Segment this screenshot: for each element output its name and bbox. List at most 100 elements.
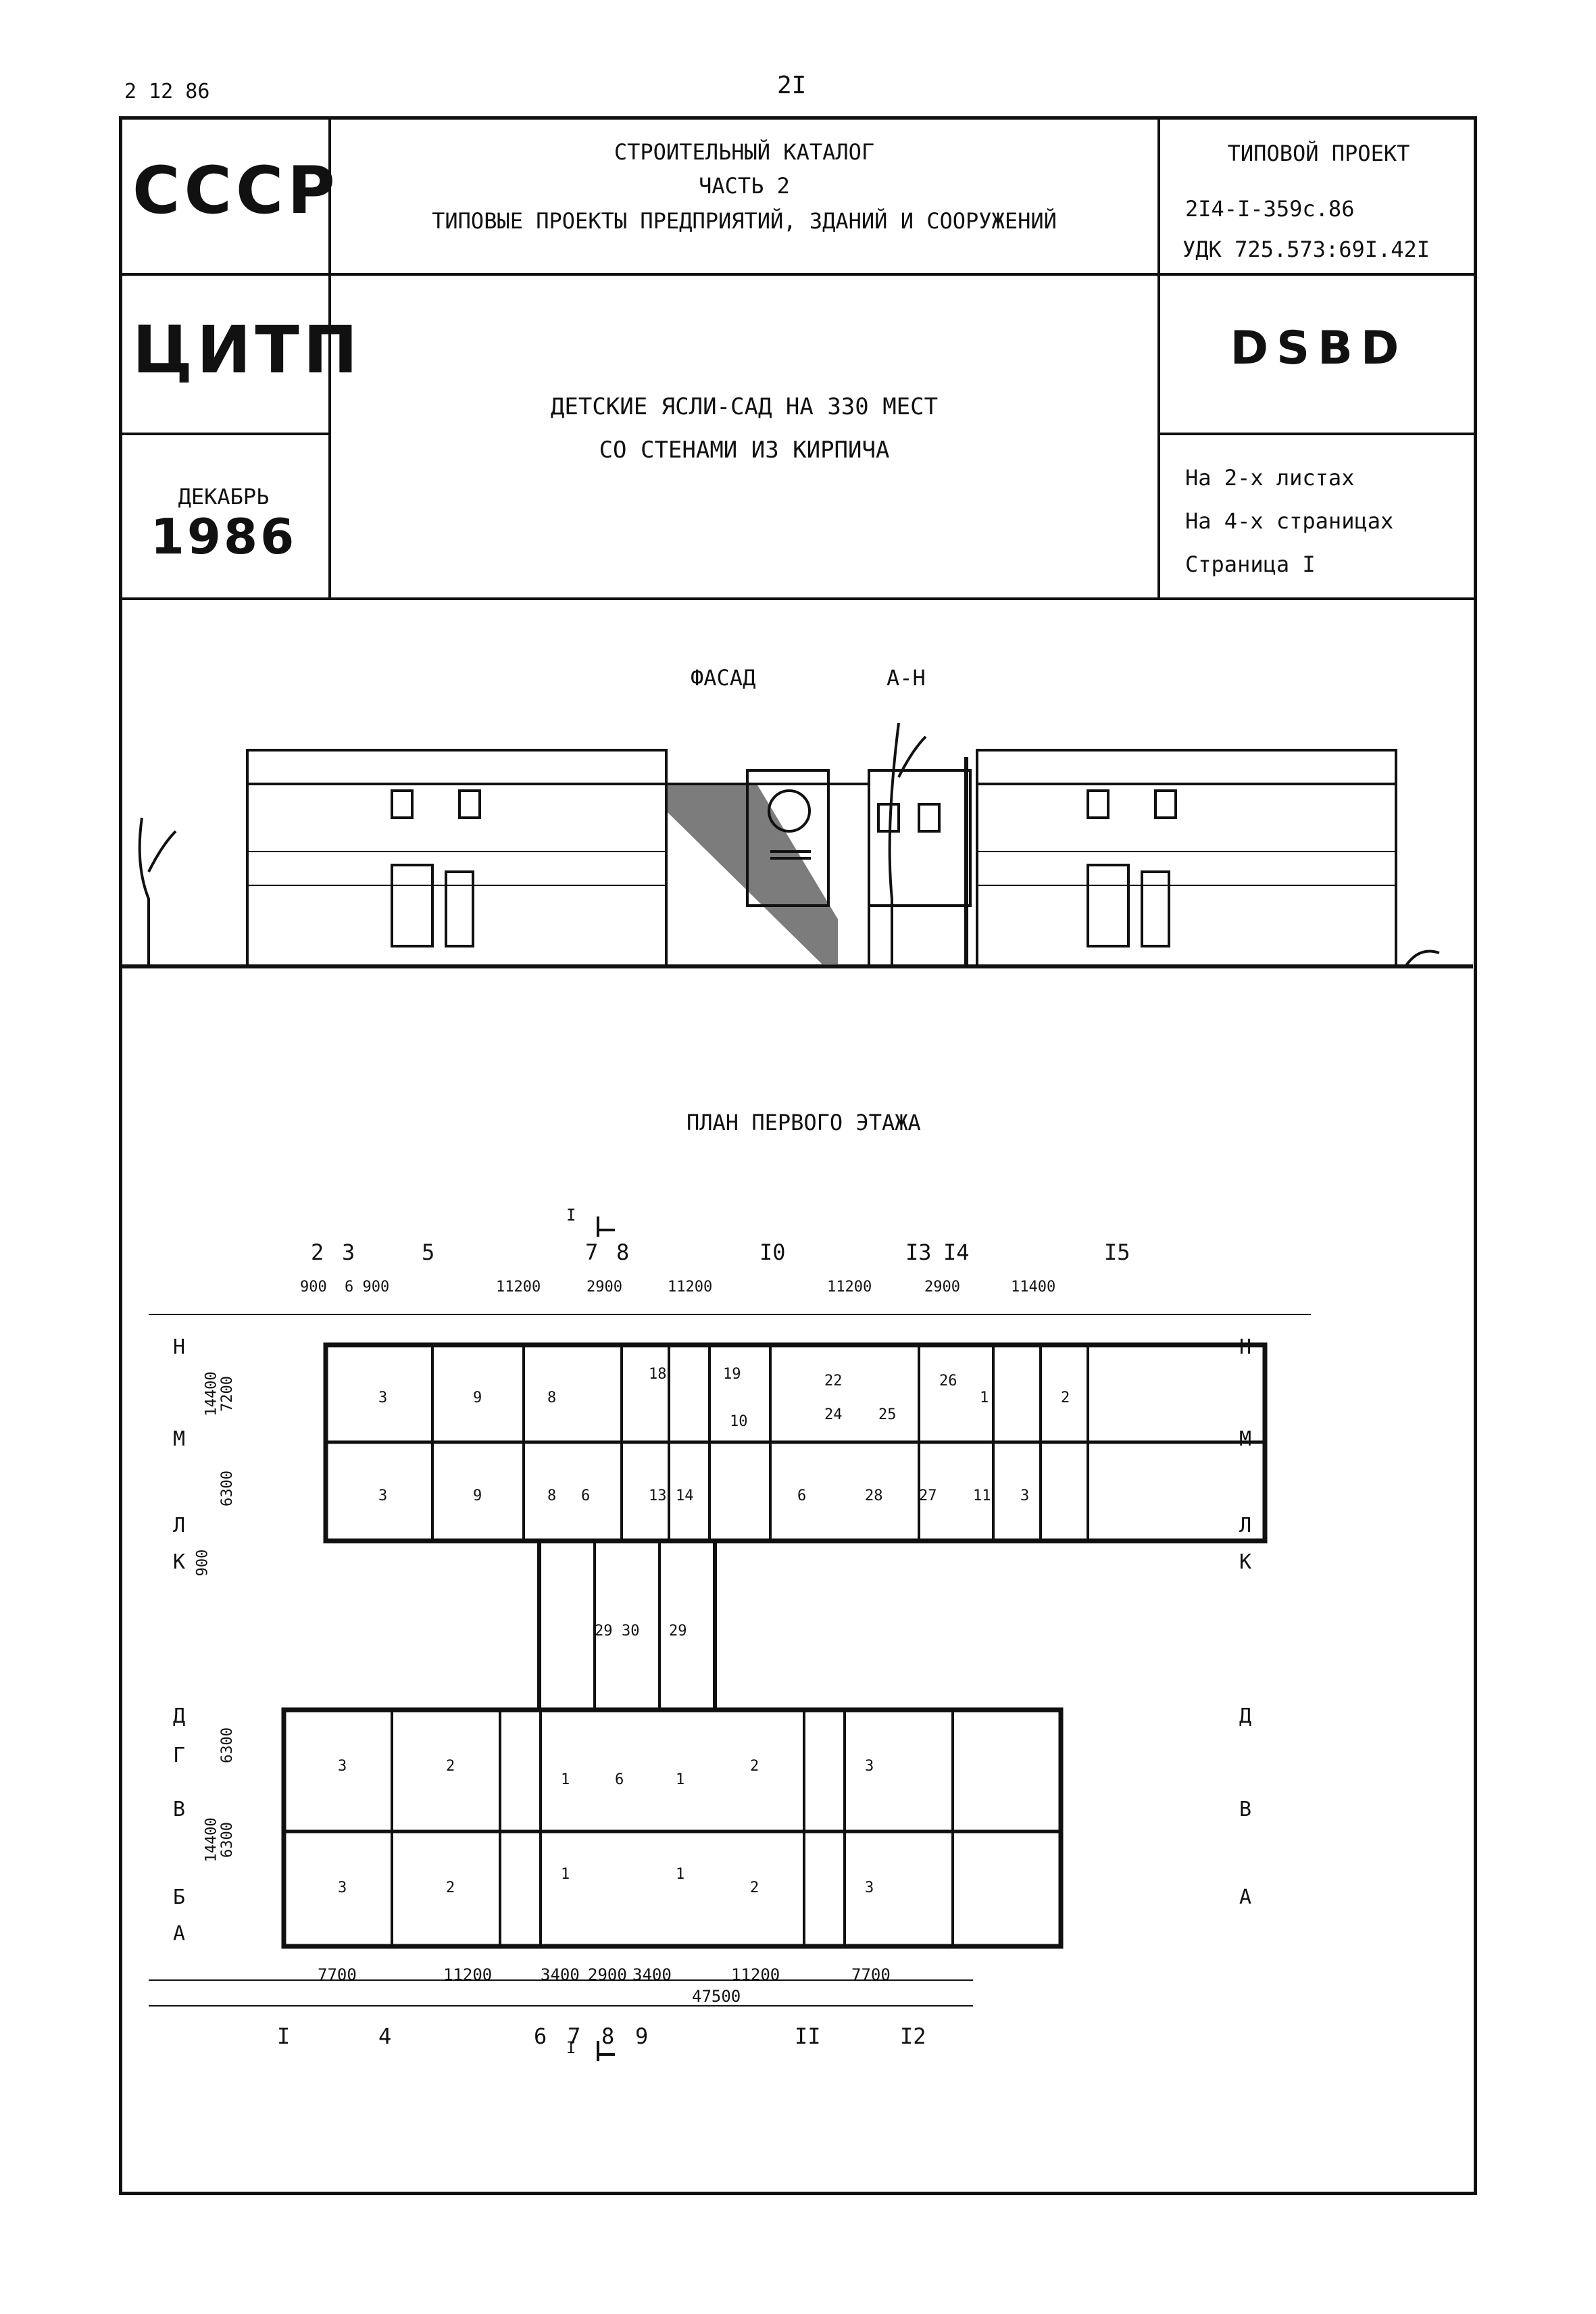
svg-text:10: 10 [730,1413,748,1430]
svg-text:3: 3 [338,1758,347,1775]
dimension: 7200 [218,1376,236,1412]
facade-drawing [122,722,1473,968]
page-number: 2I [777,72,807,99]
facade-title: ФАСАД [691,665,756,691]
svg-text:9: 9 [473,1487,482,1504]
dimension: 11200 [443,1965,493,1984]
axis-label: Д [1239,1704,1252,1728]
svg-text:13: 13 [649,1487,667,1504]
dimension: 6 900 [345,1279,390,1296]
svg-text:6: 6 [581,1487,590,1504]
dimension: 3400 [541,1965,580,1984]
svg-text:28: 28 [865,1487,883,1504]
catalog-line1: СТРОИТЕЛЬНЫЙ КАТАЛОГ [614,139,875,165]
page-code: 2 12 86 [124,80,210,103]
axis-label: 2 [311,1239,324,1265]
svg-text:8: 8 [547,1487,556,1504]
axis-label: Б [173,1886,186,1909]
dimension: 2900 [924,1279,960,1296]
dimension: 11200 [496,1279,541,1296]
svg-text:19: 19 [723,1366,741,1383]
header-col1-line [328,116,331,599]
svg-text:29: 29 [669,1623,687,1640]
dimension: 2900 [587,1279,622,1296]
svg-text:3: 3 [865,1758,874,1775]
axis-label: 4 [378,2023,392,2049]
svg-text:3: 3 [378,1389,387,1406]
header-row1-line-right [1159,273,1477,276]
svg-text:22: 22 [824,1373,843,1389]
project-title-line1: ДЕТСКИЕ ЯСЛИ-САД НА 330 МЕСТ [550,393,939,420]
plan-title: ПЛАН ПЕРВОГО ЭТАЖА [687,1110,921,1135]
axis-label: I0 [759,1239,786,1265]
bottom-dimension-row: 7700 11200 3400 2900 3400 11200 7700 [284,1965,959,1986]
axis-label: 9 [635,2023,649,2049]
axis-label: 8 [601,2023,615,2049]
axis-label: I5 [1104,1239,1130,1265]
dimension: 11200 [668,1279,713,1296]
svg-text:3: 3 [378,1487,387,1504]
axis-label: 6 [534,2023,547,2049]
dimension: 3400 [632,1965,672,1984]
svg-text:24: 24 [824,1406,843,1423]
dimension: 900 [194,1549,211,1577]
series-code: DSBD [1230,322,1407,375]
right-axis-column: Н М Л К Д В А [1232,1335,1273,2011]
axis-label: 5 [422,1239,435,1265]
header-row2-line-right [1159,433,1477,435]
dimension: 7700 [851,1965,891,1984]
axis-label: I4 [943,1239,970,1265]
dimension: 11200 [827,1279,872,1296]
axis-label: 8 [616,1239,630,1265]
top-axis-row: 2 3 5 7 8 I0 I3 I4 I5 [311,1234,1149,1275]
axis-label: I2 [900,2023,926,2049]
top-dimension-row: 900 6 900 11200 2900 11200 11200 2900 11… [300,1279,1178,1299]
axis-label: М [173,1427,186,1451]
svg-text:6: 6 [615,1771,624,1788]
bottom-axis-row: I 4 6 7 8 9 II I2 [270,2023,946,2064]
svg-text:3: 3 [865,1879,874,1896]
axis-label: А [173,1922,186,1946]
axis-label: I [277,2023,291,2049]
svg-text:14: 14 [676,1487,694,1504]
svg-text:18: 18 [649,1366,667,1383]
dimension: 2900 [588,1965,627,1984]
axis-label: А [1239,1886,1252,1909]
axis-label: Д [173,1704,186,1728]
udk-label: УДК 725.573:69I.42I [1182,237,1430,262]
svg-text:3: 3 [338,1879,347,1896]
dimension: 6300 [218,1471,236,1506]
svg-text:1: 1 [980,1389,989,1406]
project-number: 2I4-I-359с.86 [1185,196,1355,222]
axis-label: I3 [905,1239,932,1265]
axis-label: Л [173,1514,186,1537]
left-axis-column: Н М Л К Д Г В Б А [166,1335,207,2011]
catalog-line2: ЧАСТЬ 2 [699,173,790,199]
axis-label: К [173,1550,186,1574]
svg-text:2: 2 [1061,1389,1070,1406]
header-row1-line-left [119,273,328,276]
ussr-label: СССР [132,153,339,228]
header-col2-line [1157,116,1160,599]
svg-text:2: 2 [750,1879,759,1896]
project-title-line2: СО СТЕНАМИ ИЗ КИРПИЧА [599,437,890,464]
project-type-label: ТИПОВОЙ ПРОЕКТ [1227,141,1410,166]
svg-text:1: 1 [561,1866,570,1883]
dimension: 14400 [203,1817,220,1863]
dimension: 11400 [1011,1279,1056,1296]
axis-label: 7 [585,1239,599,1265]
svg-text:2: 2 [750,1758,759,1775]
dimension: 6300 [218,1727,236,1763]
svg-text:9: 9 [473,1389,482,1406]
svg-text:30: 30 [622,1623,640,1640]
page-frame [119,116,1477,2195]
svg-text:2: 2 [446,1758,455,1775]
dimension: 7700 [318,1965,357,1984]
section-mark-top: I [566,1206,576,1225]
svg-text:25: 25 [878,1406,897,1423]
svg-text:27: 27 [919,1487,937,1504]
citp-label: ЦИТП [132,312,362,388]
header-row2-line-left [119,433,328,435]
axis-label: К [1239,1550,1252,1574]
month-label: ДЕКАБРЬ [178,484,270,510]
